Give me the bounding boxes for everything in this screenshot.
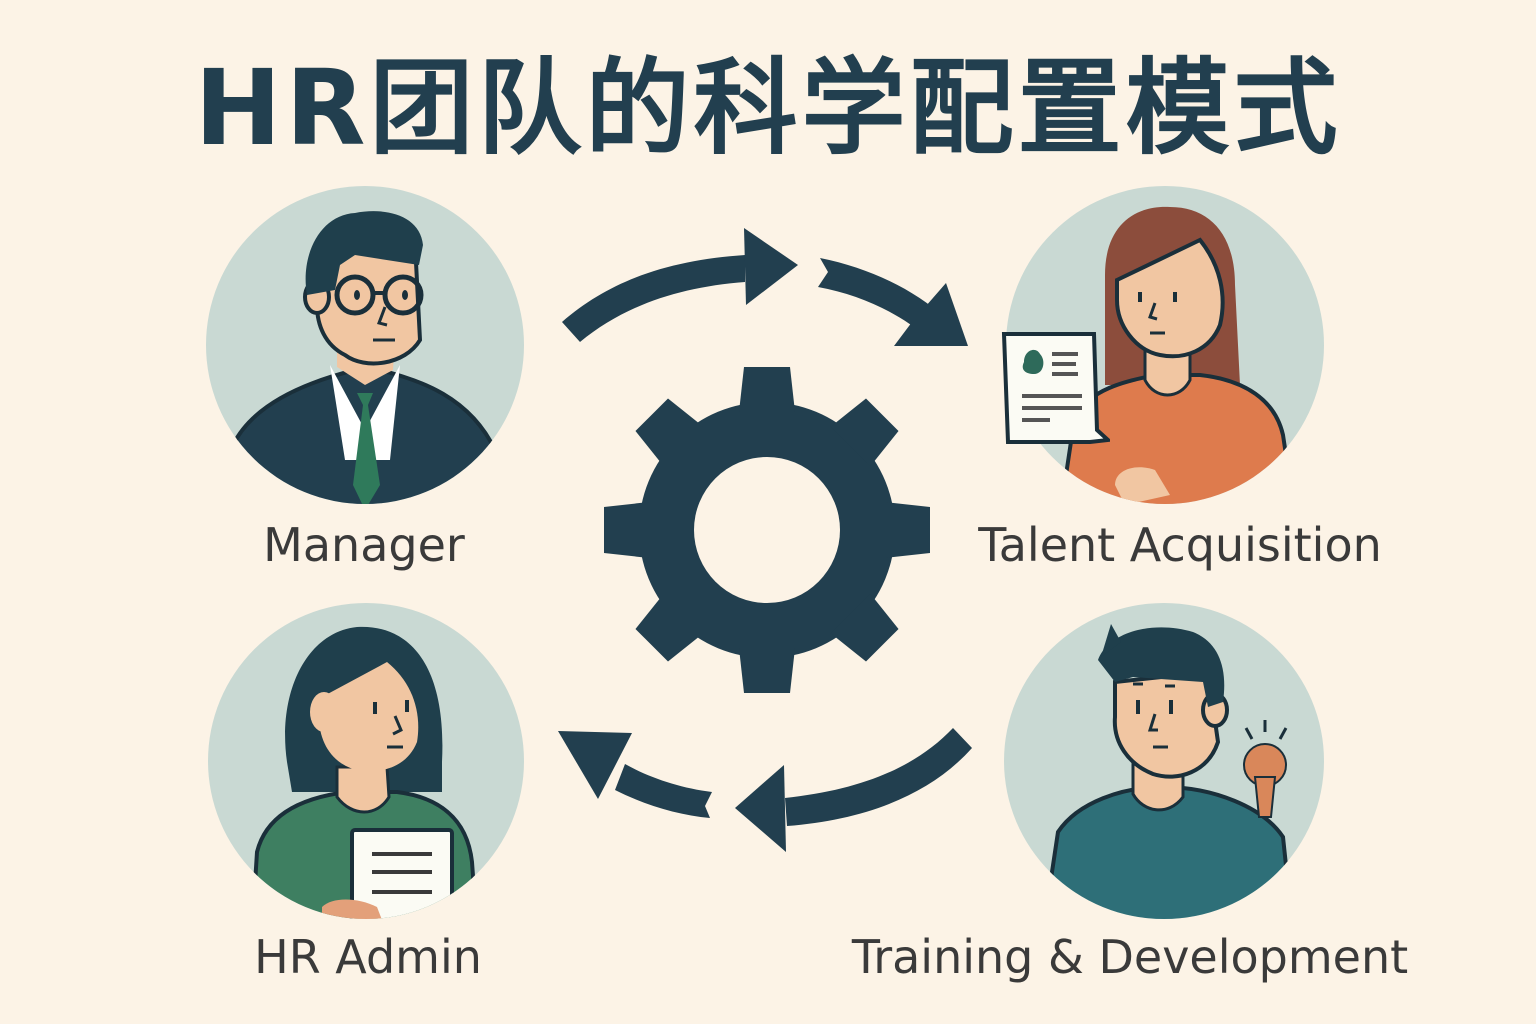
arrow-bottom-left-icon xyxy=(558,731,712,818)
arrow-top-right-icon xyxy=(818,258,968,346)
resume-document-icon xyxy=(1001,332,1110,444)
manager-avatar-icon xyxy=(206,186,524,504)
role-label-hr-admin: HR Admin xyxy=(254,930,482,984)
role-label-training-development: Training & Development xyxy=(851,930,1409,984)
role-manager xyxy=(205,185,525,505)
arrow-top-left-icon xyxy=(562,228,798,342)
gear-icon xyxy=(604,367,930,693)
arrow-bottom-right-icon xyxy=(735,728,972,852)
role-label-manager: Manager xyxy=(263,518,465,572)
role-hr-admin xyxy=(207,602,525,920)
role-talent-acquisition xyxy=(1001,185,1325,505)
role-label-talent-acquisition: Talent Acquisition xyxy=(978,518,1382,572)
lightbulb-icon xyxy=(1243,720,1288,818)
page-title: HR团队的科学配置模式 xyxy=(194,47,1342,169)
trainer-avatar-icon xyxy=(1004,603,1324,919)
role-training-development xyxy=(1003,602,1325,920)
hr-admin-avatar-icon xyxy=(208,603,524,919)
